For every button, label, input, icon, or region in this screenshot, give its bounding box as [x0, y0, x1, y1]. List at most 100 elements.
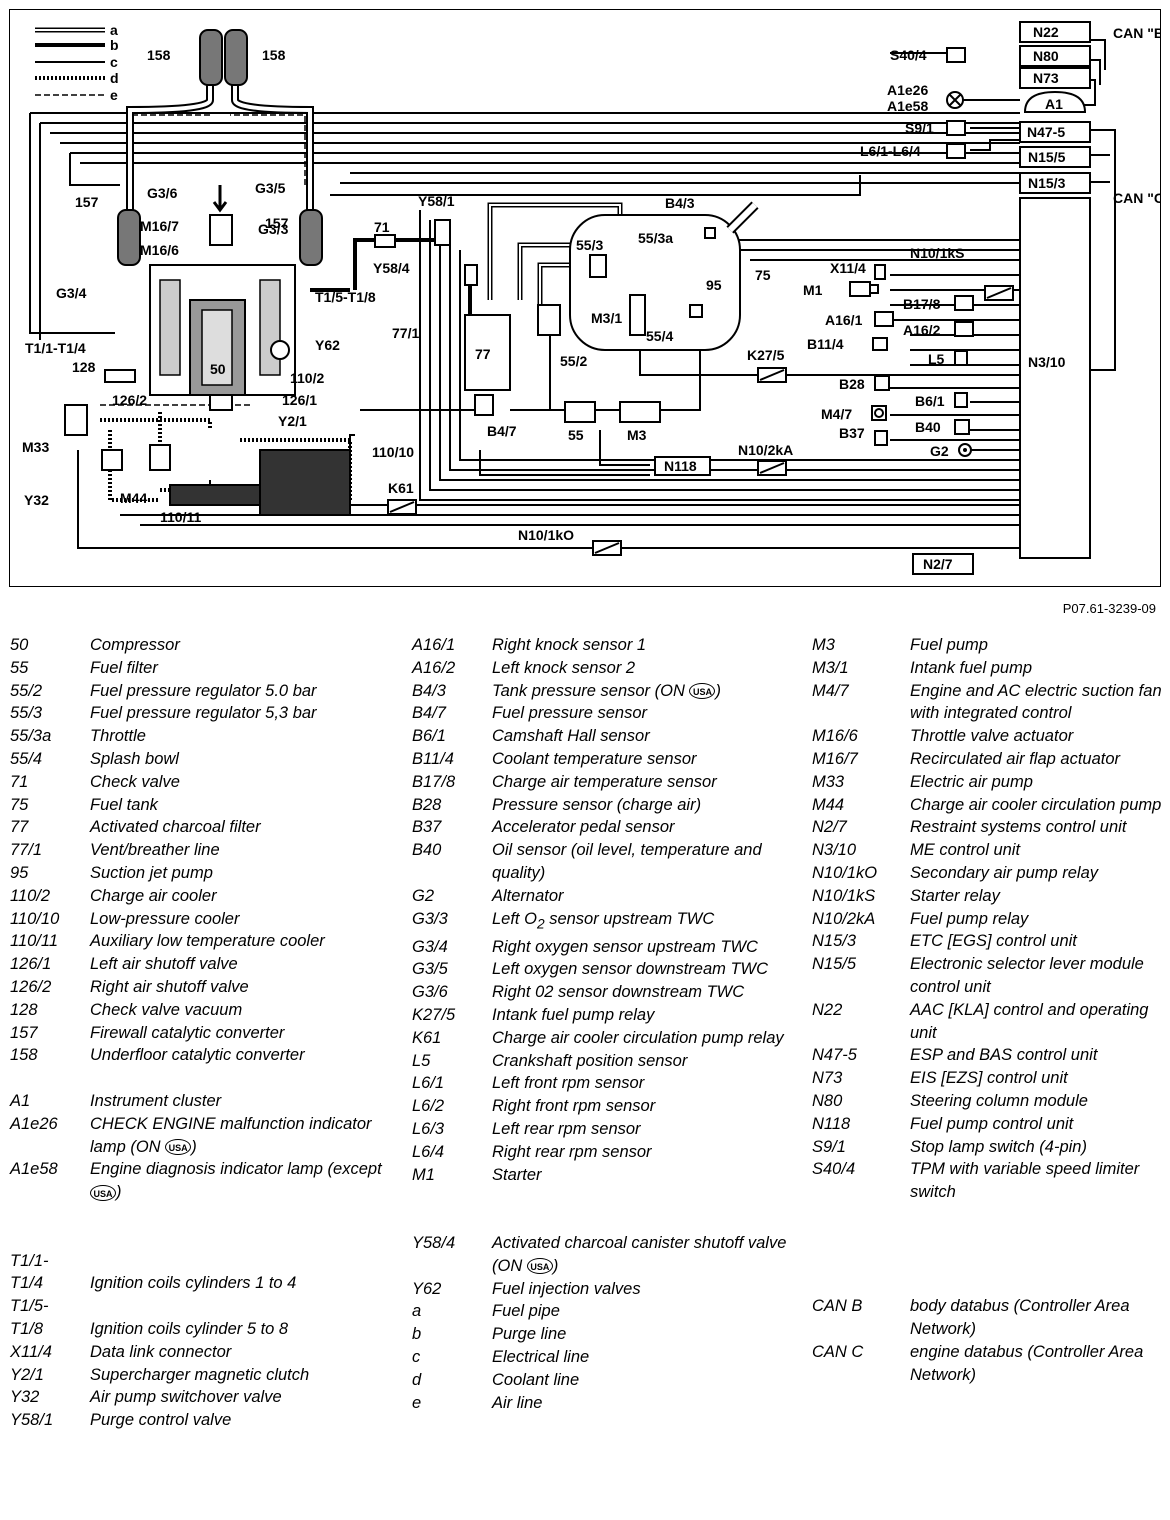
legend-code: N80	[812, 1091, 843, 1110]
legend-description: Check valve vacuum	[90, 1000, 243, 1019]
legend-description: Engine and AC electric suction fan with …	[910, 681, 1162, 723]
legend-description	[90, 1250, 395, 1273]
legend-code: N10/1kO	[812, 863, 878, 882]
legend-code: N22	[812, 1000, 843, 1019]
legend-description: Throttle	[90, 727, 146, 746]
legend-code: CAN B	[812, 1297, 863, 1316]
legend-description: Supercharger magnetic clutch	[90, 1365, 310, 1384]
usa-badge-icon: USA	[689, 683, 716, 700]
legend-description: Starter	[492, 1165, 542, 1184]
label-71: 71	[374, 219, 390, 235]
label-128: 128	[72, 359, 96, 375]
legend-code: L6/4	[412, 1142, 445, 1161]
legend-description: Suction jet pump	[90, 863, 213, 882]
label-b37: B37	[839, 425, 865, 441]
legend-description: Activated charcoal filter	[90, 818, 261, 837]
label-s40-4: S40/4	[890, 47, 927, 63]
legend-description: Left rear rpm sensor	[492, 1120, 641, 1139]
legend-description: Fuel filter	[90, 658, 158, 677]
label-157-left: 157	[75, 194, 99, 210]
subscript: 2	[536, 915, 545, 931]
legend-item: T1/8 Ignition coils cylinder 5 to 8	[10, 1318, 395, 1341]
legend-code: 128	[10, 1000, 38, 1019]
legend-code: S9/1	[812, 1137, 846, 1156]
label-m1: M1	[803, 282, 823, 298]
legend-description: Fuel pump relay	[910, 909, 1029, 928]
legend-description: Electric air pump	[910, 772, 1033, 791]
legend-description: Low-pressure cooler	[90, 909, 240, 928]
legend-code: T1/8	[10, 1319, 44, 1338]
label-n22: N22	[1033, 24, 1059, 40]
legend-description: Fuel injection valves	[492, 1279, 641, 1298]
legend-description: Coolant line	[492, 1370, 580, 1389]
label-y58-4: Y58/4	[373, 260, 410, 276]
label-l6: L6/1-L6/4	[860, 143, 921, 159]
label-n10-1ko: N10/1kO	[518, 527, 574, 543]
legend-description: Compressor	[90, 636, 180, 654]
legend-description: Right front rpm sensor	[492, 1097, 656, 1116]
legend-code: 110/11	[10, 932, 59, 951]
legend-code: G2	[412, 886, 435, 905]
legend-code: 158	[10, 1046, 38, 1065]
legend-code: b	[412, 1325, 422, 1344]
legend-description: Air pump switchover valve	[90, 1388, 282, 1407]
label-g3-3: G3/3	[258, 221, 289, 237]
legend-description: Ignition coils cylinders 1 to 4	[90, 1274, 297, 1293]
legend-description: Intank fuel pump	[910, 658, 1032, 677]
legend-code: 50	[10, 636, 29, 654]
legend-code: a	[412, 1302, 422, 1321]
label-50: 50	[210, 361, 226, 377]
legend-code: 95	[10, 863, 29, 882]
label-b4-7: B4/7	[487, 423, 517, 439]
legend-code: A1	[10, 1091, 31, 1110]
legend-code: B40	[412, 841, 442, 860]
legend-code: N47-5	[812, 1046, 857, 1065]
legend-description	[90, 1295, 395, 1318]
legend-description: Ignition coils cylinder 5 to 8	[90, 1319, 289, 1338]
usa-badge-icon: USA	[90, 1184, 116, 1201]
legend-code: K27/5	[412, 1006, 456, 1025]
exhaust	[117, 29, 323, 266]
legend-code: M3	[812, 636, 835, 654]
legend-spacer	[812, 1250, 1164, 1273]
label-n10-1ks: N10/1kS	[910, 245, 964, 261]
legend-description: Electronic selector lever module control…	[910, 955, 1144, 996]
legend-code: 75	[10, 795, 29, 814]
legend-code: d	[412, 1370, 422, 1389]
label-m16-6: M16/6	[140, 242, 179, 258]
label-b11-4: B11/4	[807, 336, 844, 352]
legend-description: Coolant temperature sensor	[492, 749, 697, 768]
legend-description: Left air shutoff valve	[90, 955, 238, 974]
label-126-2: 126/2	[112, 392, 147, 408]
legend-code: e	[412, 1393, 422, 1412]
label-n73: N73	[1033, 70, 1059, 86]
legend-code: A1e58	[10, 1160, 58, 1179]
legend-code: Y58/4	[412, 1234, 456, 1253]
label-a16-2: A16/2	[903, 322, 941, 338]
label-158-right: 158	[262, 47, 286, 63]
